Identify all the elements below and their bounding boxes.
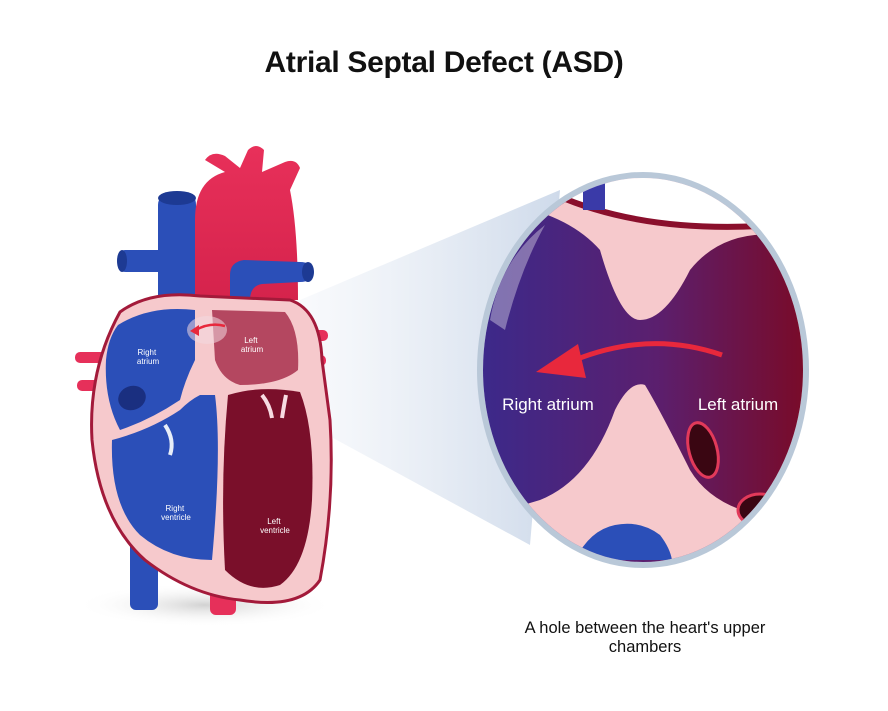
diagram-title: Atrial Septal Defect (ASD) (264, 46, 624, 79)
right-ventricle-chamber (111, 395, 218, 560)
heart-label-right-atrium: Right atrium (137, 348, 160, 366)
heart-label-left-ventricle: Left ventricle (260, 517, 290, 535)
diagram-caption: A hole between the heart's upper chamber… (524, 619, 766, 656)
septum-lower (483, 384, 803, 560)
heart-label-left-atrium: Left atrium (241, 336, 264, 354)
left-ventricle-chamber (223, 389, 313, 588)
pulmonary-artery (230, 260, 312, 300)
superior-vena-cava (158, 195, 196, 300)
shunt-arrow (574, 341, 723, 363)
heart-label-right-ventricle: Right ventricle (161, 504, 191, 522)
zoom-label-left-atrium: Left atrium (698, 395, 778, 414)
shunt-arrow-head (536, 344, 586, 378)
left-atrium-chamber (212, 310, 299, 385)
septal-hole-highlight (187, 316, 227, 344)
heart: Right atrium Left atrium Right ventricle… (75, 146, 333, 615)
zoom-label-right-atrium: Right atrium (502, 395, 594, 414)
